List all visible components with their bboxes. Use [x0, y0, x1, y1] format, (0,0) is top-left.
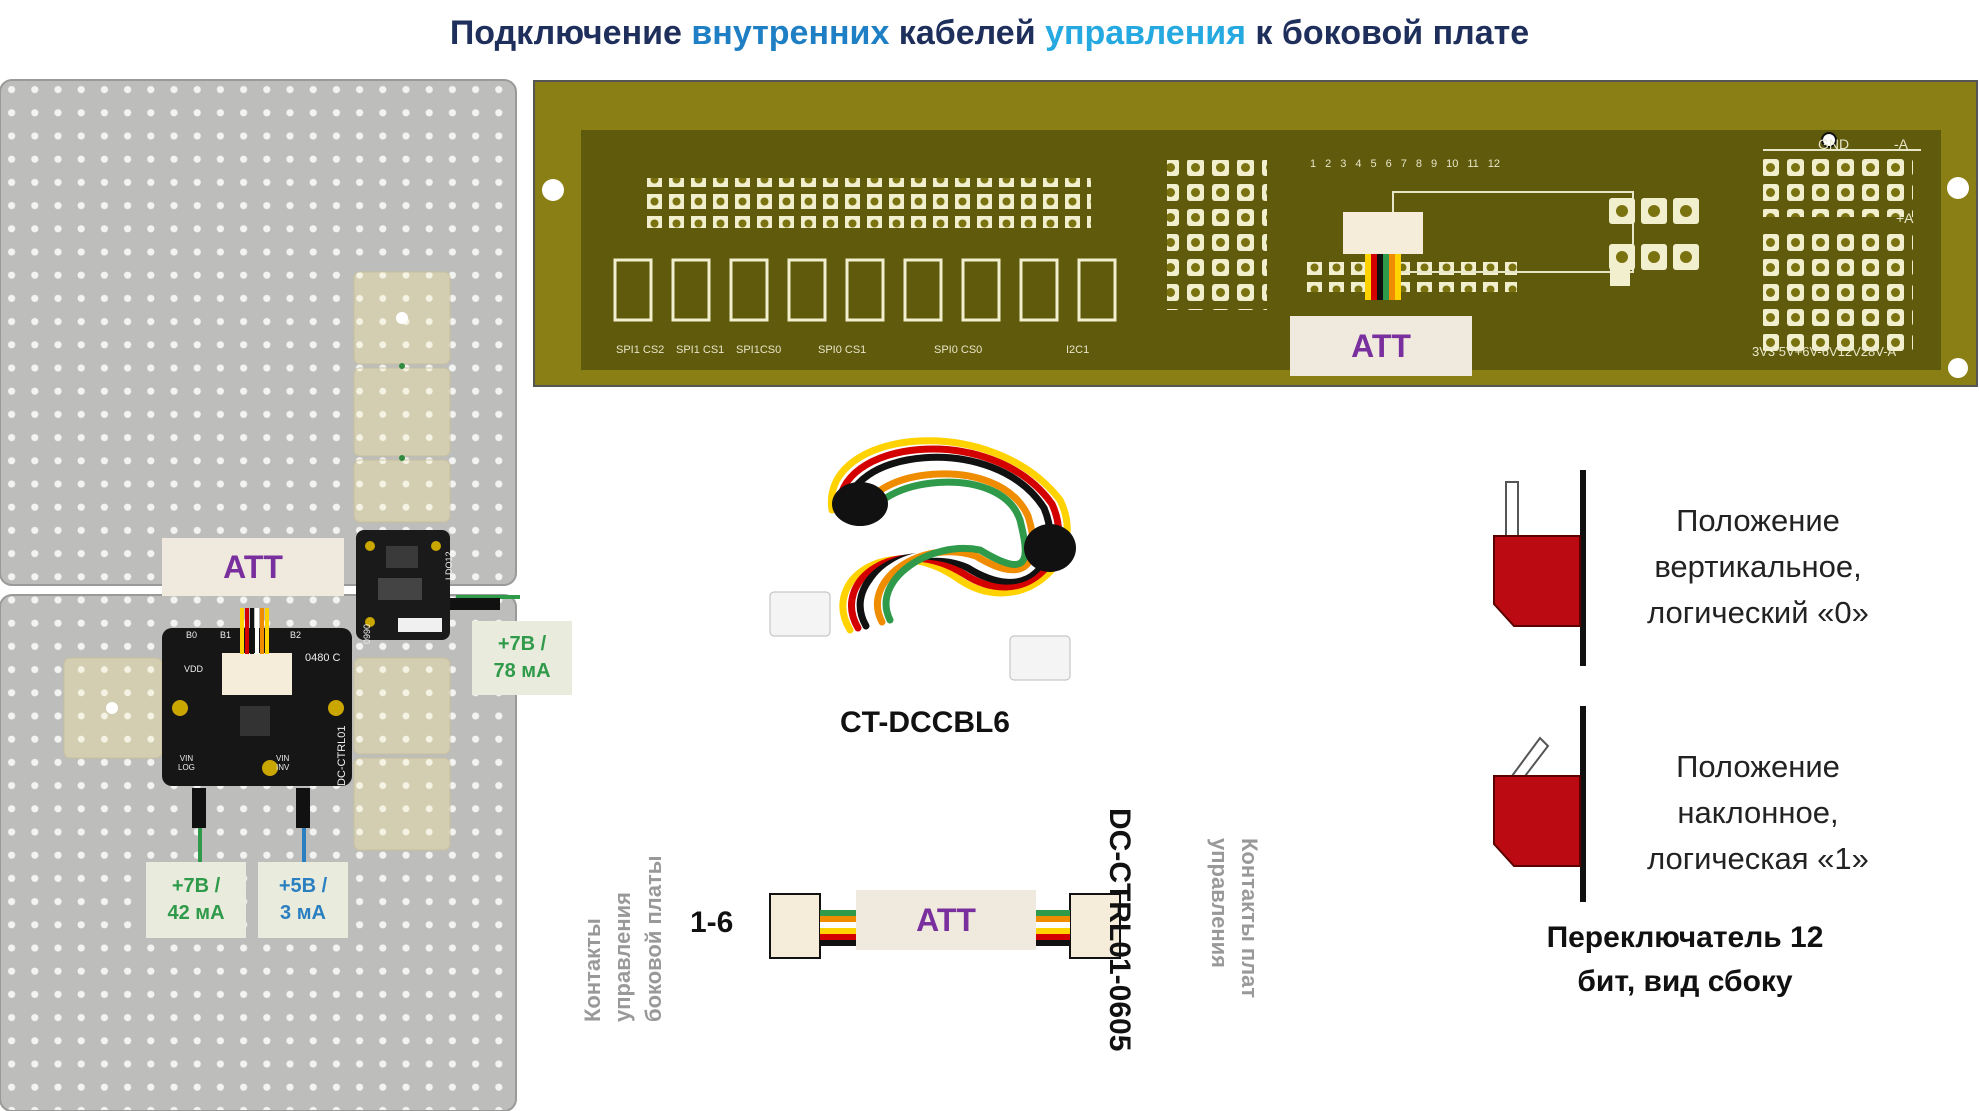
att-label-pcb: ATT — [1290, 316, 1472, 376]
switch-body-0 — [1493, 535, 1581, 627]
left-pins-label: 1-6 — [690, 906, 734, 939]
conn-label-spi1cs1: SPI1 CS1 — [676, 344, 725, 356]
att-label-pegboard: ATT — [162, 538, 344, 596]
switch-body-1 — [1493, 775, 1581, 867]
ctrl-code-label: 0480 C — [305, 652, 341, 664]
side-board-contacts-label: Контакты управления боковой платы — [580, 855, 666, 1022]
switch-lever-vertical — [1505, 481, 1519, 537]
ldo-model-label: LDO12 — [444, 551, 454, 580]
cable-name: CT-DCCBL6 — [840, 706, 1010, 739]
power-label-ldo: +7В /78 мА — [472, 621, 572, 695]
switch-state-1: Положение наклонное, логическая «1» — [1647, 749, 1869, 876]
cable-illustration — [769, 437, 1076, 681]
control-board-contacts-label: Контакты плат управления — [1206, 838, 1262, 999]
ribbon-stub — [240, 608, 269, 654]
ctrl-model-label: DC-CTRL01 — [336, 725, 348, 786]
ldo-code-label: 0990 — [362, 623, 372, 644]
att-label-wiring: ATT — [856, 890, 1036, 950]
power-label-log: +7В /42 мА — [146, 862, 246, 938]
power-wires — [192, 595, 520, 892]
ldo-module — [356, 530, 450, 640]
switch-panel-bottom — [1580, 706, 1586, 902]
plus-a-label: +A — [1896, 210, 1914, 226]
power-pins-label: 3V3 5V+6V-6V12V28V-A — [1752, 344, 1897, 359]
switch-caption: Переключатель 12 бит, вид сбоку — [1546, 921, 1824, 998]
mounting-strip — [63, 271, 451, 851]
pin-b2-label: B2 — [290, 630, 302, 640]
pegboard-assembly — [0, 79, 520, 1111]
right-model-label: DC-CTRL01-0605 — [1103, 808, 1136, 1052]
pin-b1-label: B1 — [220, 630, 232, 640]
gnd-label: GND — [1818, 136, 1850, 152]
minus-a-label: -A — [1894, 136, 1908, 152]
conn-label-i2c1: I2C1 — [1066, 344, 1090, 356]
conn-label-spi1cs2: SPI1 CS2 — [616, 344, 665, 356]
dc-ctrl01-module — [162, 628, 352, 786]
switch-side-view — [1493, 470, 1586, 902]
switch-lever-tilted — [1510, 736, 1550, 782]
conn-label-spi0cs0: SPI0 CS0 — [934, 344, 983, 356]
power-label-inv: +5В /3 мА — [258, 862, 348, 938]
switch-panel-top — [1580, 470, 1586, 666]
pin-b0-label: B0 — [186, 630, 198, 640]
page-title: Подключение внутренних кабелей управлени… — [449, 14, 1530, 52]
side-board-pcb — [533, 80, 1978, 387]
conn-label-spi1cs0: SPI1CS0 — [736, 344, 782, 356]
switch-state-0: Положение вертикальное, логический «0» — [1647, 503, 1869, 630]
pin-vdd-label: VDD — [184, 664, 204, 674]
conn-label-spi0cs1: SPI0 CS1 — [818, 344, 867, 356]
pin-numbers: 1 2 3 4 5 6 7 8 9 10 11 12 — [1310, 158, 1501, 170]
